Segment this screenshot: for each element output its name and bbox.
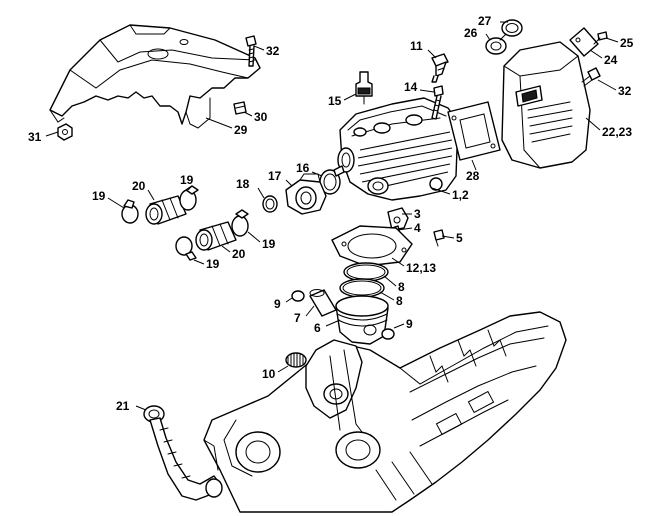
callout-19-d: 19	[206, 257, 220, 271]
part-8-piston-ring-bottom	[339, 278, 385, 298]
callout-1-2: 1,2	[452, 188, 469, 202]
part-21-hose	[143, 405, 223, 501]
callout-6: 6	[314, 321, 321, 335]
callout-20-a: 20	[132, 179, 146, 193]
part-8-piston-ring-top	[343, 262, 389, 282]
callout-25: 25	[620, 36, 634, 50]
callout-14: 14	[404, 80, 418, 94]
part-19-clamp-lower-right	[231, 209, 249, 237]
callout-19-c: 19	[262, 237, 276, 251]
callout-9-b: 9	[406, 317, 413, 331]
callout-28: 28	[466, 169, 480, 183]
callout-15: 15	[328, 94, 342, 108]
part-24-plate	[569, 27, 599, 57]
callout-27: 27	[478, 14, 492, 28]
part-18-ring	[262, 195, 278, 213]
part-26-ring	[485, 37, 507, 55]
callout-32-top: 32	[266, 44, 280, 58]
callout-20-b: 20	[232, 247, 246, 261]
callout-32-right: 32	[618, 84, 632, 98]
part-7-piston-pin	[309, 289, 337, 317]
part-12-13-gasket	[331, 225, 413, 267]
callout-19-a: 19	[92, 189, 106, 203]
part-20-manifold-lower	[195, 221, 237, 251]
part-22-23-muffler	[501, 41, 591, 169]
part-19-clamp-lower-left	[175, 236, 197, 261]
callout-16: 16	[296, 161, 310, 175]
callout-17: 17	[268, 169, 282, 183]
callout-22-23: 22,23	[602, 125, 632, 139]
part-14-screw	[431, 85, 444, 120]
part-1-2-cylinder	[337, 97, 459, 201]
part-32-screw-right	[581, 67, 601, 87]
part-32-screw-top	[245, 35, 257, 67]
callout-24: 24	[604, 53, 618, 67]
part-31-nut	[57, 123, 73, 141]
callout-labels: 32 30 31 29 27 26 25 24 11 32 22,23 14 1…	[28, 14, 634, 413]
callout-31: 31	[28, 130, 42, 144]
callout-29: 29	[234, 123, 248, 137]
part-10-needle-bearing	[285, 352, 307, 368]
callout-7: 7	[294, 311, 301, 325]
part-27-clip	[499, 19, 523, 41]
callout-26: 26	[464, 26, 478, 40]
callout-9-a: 9	[274, 297, 281, 311]
part-9-circlip-left	[291, 290, 305, 302]
part-20-manifold-upper	[145, 195, 187, 225]
callout-8-a: 8	[398, 280, 405, 294]
callout-3: 3	[414, 207, 421, 221]
part-28-gasket	[447, 101, 501, 161]
leader-lines	[45, 21, 619, 411]
callout-12-13: 12,13	[406, 261, 436, 275]
part-5-screw	[433, 229, 445, 247]
callout-4: 4	[414, 221, 421, 235]
callout-19-b: 19	[180, 173, 194, 187]
part-17-flange	[285, 173, 327, 215]
crankcase	[203, 311, 567, 513]
part-9-circlip-right	[381, 328, 395, 340]
callout-8-b: 8	[396, 294, 403, 308]
part-19-clamp-upper-left	[121, 199, 139, 224]
part-30-sleeve	[233, 101, 247, 115]
callout-5: 5	[456, 231, 463, 245]
callout-10: 10	[262, 367, 276, 381]
part-6-piston	[335, 295, 389, 345]
part-11-valve	[431, 53, 449, 83]
part-29-shroud	[49, 24, 261, 129]
part-15-spark-plug	[355, 71, 373, 105]
callout-18: 18	[236, 177, 250, 191]
part-25-screw	[593, 31, 608, 45]
callout-21: 21	[116, 399, 130, 413]
callout-11: 11	[410, 39, 423, 53]
callout-30: 30	[254, 110, 268, 124]
